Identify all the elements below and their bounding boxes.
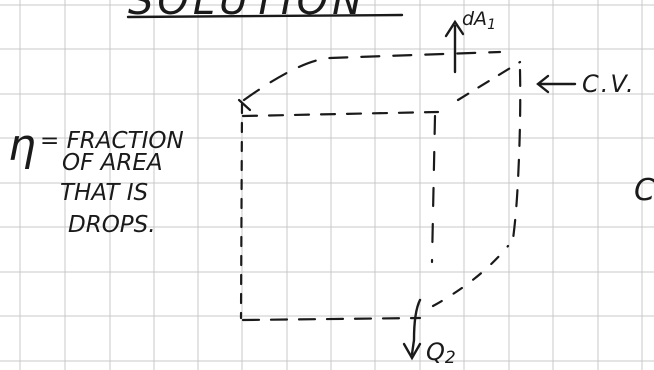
bottom-right-connector [431, 244, 510, 308]
note-line-2: OF AREA [62, 150, 163, 176]
cv-pointer-arrow [536, 74, 577, 94]
front-top-edge [241, 110, 440, 118]
q2-arrow [402, 298, 422, 361]
eta-symbol: η [8, 120, 36, 171]
heading-solution: SOLUTION [128, 0, 366, 24]
dA1-arrow [444, 19, 465, 74]
control-volume-box [237, 50, 522, 322]
heading-underline [126, 13, 404, 19]
cut-off-letter: C [634, 173, 654, 208]
cv-label: C.V. [582, 70, 636, 98]
dA1-label: dA1 [462, 8, 496, 33]
back-top-edge [242, 50, 502, 102]
top-right-connector [456, 60, 522, 102]
front-right-edge [430, 114, 437, 264]
q2-label: Q2 [426, 338, 456, 368]
note-line-3: THAT IS [60, 180, 148, 206]
corner-tick-top-left [237, 98, 252, 112]
front-bottom-edge [241, 316, 422, 322]
note-line-1: = FRACTION [40, 128, 184, 154]
back-right-edge [510, 68, 522, 248]
eta-note: η = FRACTION OF AREA THAT IS DROPS. [8, 120, 184, 238]
note-line-4: DROPS. [68, 212, 156, 238]
front-left-edge [239, 102, 244, 320]
